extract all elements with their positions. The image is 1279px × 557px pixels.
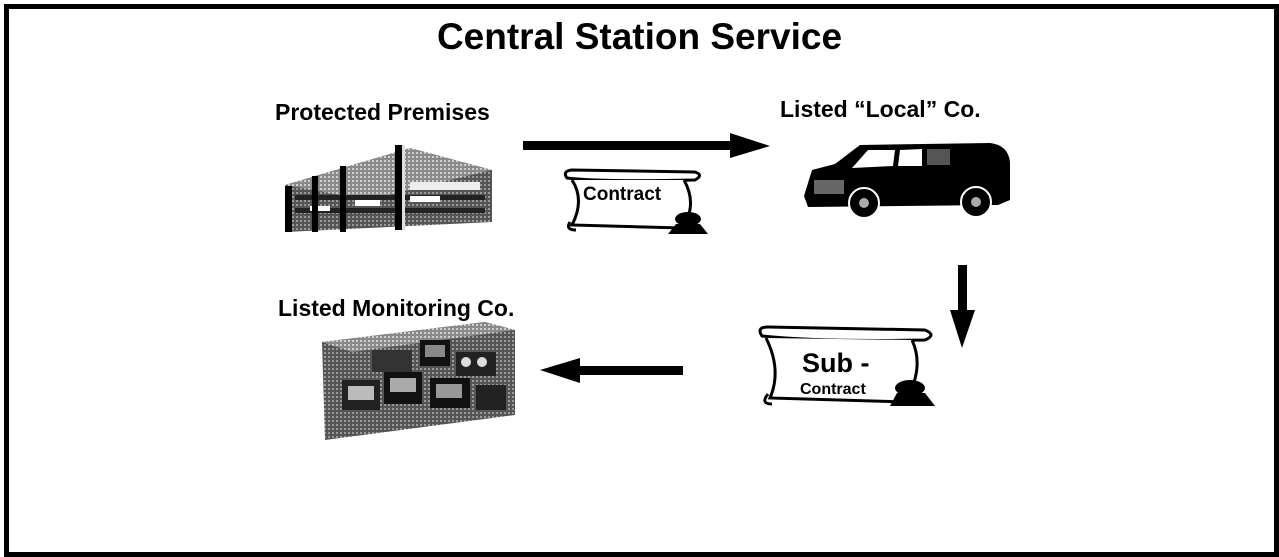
arrow-to-monitoring	[540, 358, 683, 383]
arrow-down-to-subcontract	[950, 265, 975, 348]
diagram-frame	[4, 4, 1279, 557]
monitoring-equipment-icon	[322, 322, 515, 440]
contract-label: Contract	[583, 184, 662, 205]
subcontract-label-line2: Contract	[800, 381, 866, 398]
building-icon	[285, 145, 492, 232]
monitoring-company-label: Listed Monitoring Co.	[278, 295, 515, 321]
local-company-label: Listed “Local” Co.	[780, 96, 981, 122]
subcontract-label-line1: Sub -	[802, 348, 870, 378]
van-icon	[804, 143, 1010, 219]
arrow-to-local	[523, 133, 770, 158]
subcontract-scroll-icon	[758, 325, 935, 406]
contract-scroll-icon	[563, 168, 708, 234]
page-title: Central Station Service	[436, 16, 843, 57]
premises-label: Protected Premises	[275, 99, 490, 125]
